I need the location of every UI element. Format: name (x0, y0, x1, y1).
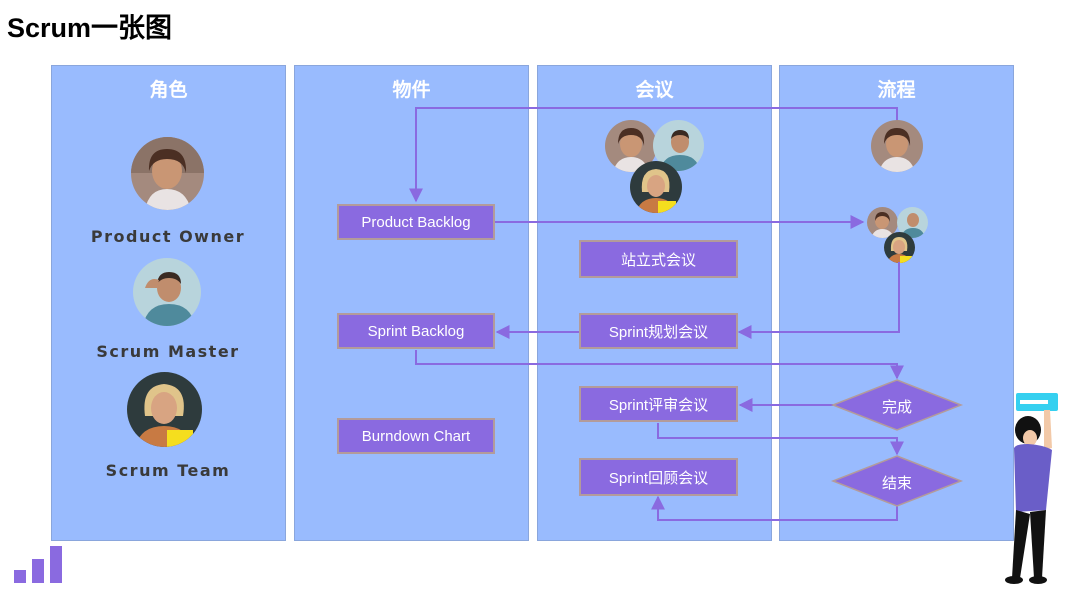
sprint-retro-box: Sprint回顾会议 (579, 458, 738, 496)
burndown-chart-box: Burndown Chart (337, 418, 495, 454)
arrow-team-to-planning (737, 262, 900, 339)
scrum-team-avatar (127, 372, 202, 447)
page-title: Scrum一张图 (7, 13, 173, 43)
person-illustration-icon (1005, 393, 1058, 584)
process-team-small-avatar (884, 232, 915, 263)
diamond-done-label: 完成 (881, 399, 912, 416)
arrow-review-to-end (657, 423, 904, 456)
arrow-owner-to-backlog (409, 107, 898, 203)
role-label-scrum-team: Scrum Team (105, 461, 231, 480)
standup-meeting-box: 站立式会议 (579, 240, 738, 278)
sprint-backlog-box: Sprint Backlog (337, 313, 495, 349)
sprint-review-box: Sprint评审会议 (579, 386, 738, 422)
column-header-process: 流程 (877, 80, 916, 101)
diamond-done (830, 379, 964, 431)
column-header-meetings: 会议 (635, 80, 674, 101)
scrum-master-avatar (133, 258, 201, 326)
column-artifacts: 物件 (294, 65, 529, 541)
role-label-product-owner: Product Owner (90, 227, 246, 246)
arrow-end-to-retro (651, 495, 898, 521)
column-header-artifacts: 物件 (392, 80, 431, 101)
diamond-end-label: 结束 (881, 475, 912, 492)
product-backlog-box: Product Backlog (337, 204, 495, 240)
process-owner-avatar (871, 120, 923, 172)
diamond-end (830, 455, 964, 507)
arrow-sprint-backlog-to-done (415, 350, 904, 380)
sprint-planning-box: Sprint规划会议 (579, 313, 738, 349)
bar-logo-icon (14, 546, 62, 583)
role-label-scrum-master: Scrum Master (96, 342, 240, 361)
column-header-roles: 角色 (149, 80, 188, 101)
